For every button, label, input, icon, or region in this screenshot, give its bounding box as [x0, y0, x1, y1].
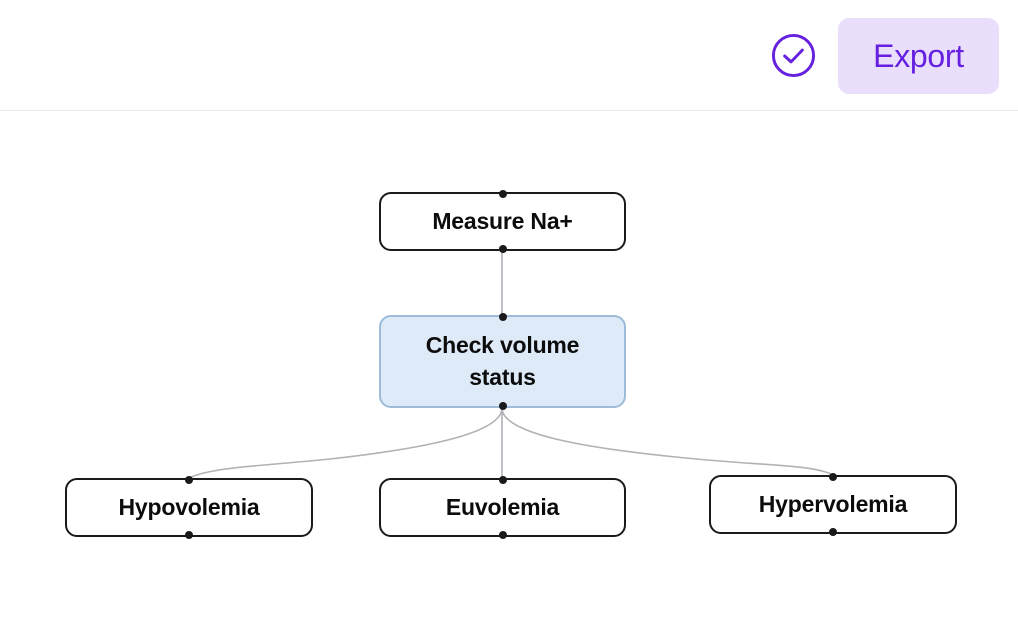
node-label: Euvolemia [445, 493, 560, 520]
flow-canvas[interactable]: Measure Na+ Check volume status Hypovole… [0, 111, 1018, 620]
node-handle-bottom[interactable] [498, 245, 507, 253]
node-handle-bottom[interactable] [185, 531, 193, 539]
export-button[interactable]: Export [838, 17, 999, 94]
node-measure-na[interactable]: Measure Na+ [379, 190, 626, 253]
node-hypervolemia[interactable]: Hypervolemia [709, 473, 957, 536]
app-header: Export [0, 0, 1018, 111]
node-handle-top[interactable] [498, 476, 507, 484]
node-label: Hypervolemia [758, 490, 908, 517]
node-label: Check volume status [425, 331, 580, 390]
node-handle-bottom[interactable] [498, 531, 507, 539]
node-handle-top[interactable] [498, 190, 507, 198]
edge-check-volume-status-to-hypovolemia [188, 407, 503, 479]
check-circle-icon[interactable] [770, 32, 817, 79]
node-euvolemia[interactable]: Euvolemia [379, 476, 626, 539]
header-actions: Export [770, 0, 999, 111]
node-handle-bottom[interactable] [498, 402, 507, 410]
node-handle-bottom[interactable] [829, 528, 837, 536]
node-label: Measure Na+ [432, 207, 573, 234]
node-handle-top[interactable] [829, 473, 837, 481]
node-handle-top[interactable] [185, 476, 193, 484]
node-hypovolemia[interactable]: Hypovolemia [65, 476, 313, 539]
edge-check-volume-status-to-hypervolemia [501, 407, 834, 476]
node-handle-top[interactable] [498, 313, 507, 321]
node-label: Hypovolemia [118, 493, 260, 520]
node-check-volume-status[interactable]: Check volume status [379, 313, 626, 410]
